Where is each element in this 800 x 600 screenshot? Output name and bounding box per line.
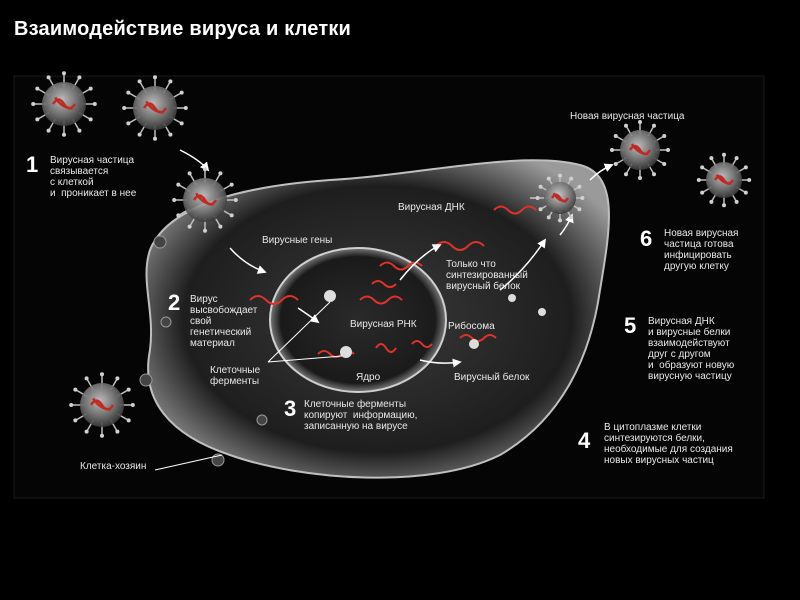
virus-particle-icon: [535, 173, 585, 223]
label-viral-genes: Вирусные гены: [262, 235, 333, 246]
label-viral-protein: Вирусный белок: [454, 372, 530, 383]
virus-particle-icon: [696, 152, 752, 208]
step-5-number: 5: [624, 313, 637, 338]
step-1-text: Вирусная частица связывается с клеткой и…: [50, 155, 137, 199]
label-new-protein: Только что синтезированный вирусный бело…: [446, 259, 528, 292]
nucleus: [269, 247, 447, 393]
step-5-text: Вирусная ДНК и вирусные белки взаимодейс…: [648, 316, 735, 382]
step-1-number: 1: [26, 152, 39, 177]
label-host-cell: Клетка-хозяин: [80, 461, 147, 472]
label-new-particle: Новая вирусная частица: [570, 111, 685, 122]
step-4-number: 4: [578, 428, 591, 453]
step-4-text: В цитоплазме клетки синтезируются белки,…: [604, 422, 733, 466]
step-3-text: Клеточные ферменты копируют информацию, …: [304, 399, 418, 432]
step-6-number: 6: [640, 226, 653, 251]
label-nucleus: Ядро: [356, 372, 381, 383]
step-2-number: 2: [168, 290, 181, 315]
label-viral-dna: Вирусная ДНК: [398, 202, 465, 213]
step-2-text: Вирус высвобождает свой генетический мат…: [190, 294, 258, 349]
virus-particle-icon: [122, 75, 188, 141]
label-viral-rna: Вирусная РНК: [350, 319, 417, 330]
diagram-title: Взаимодействие вируса и клетки: [14, 18, 352, 40]
label-ribosome: Рибосома: [448, 321, 495, 332]
virus-particle-icon: [610, 120, 670, 180]
virus-particle-icon: [31, 71, 97, 137]
virus-particle-icon: [69, 372, 135, 438]
step-3-number: 3: [284, 396, 297, 421]
step-6-text: Новая вирусная частица готова инфицирова…: [664, 228, 739, 272]
virus-particle-icon: [172, 167, 238, 233]
label-enzymes: Клеточные ферменты: [210, 365, 261, 387]
